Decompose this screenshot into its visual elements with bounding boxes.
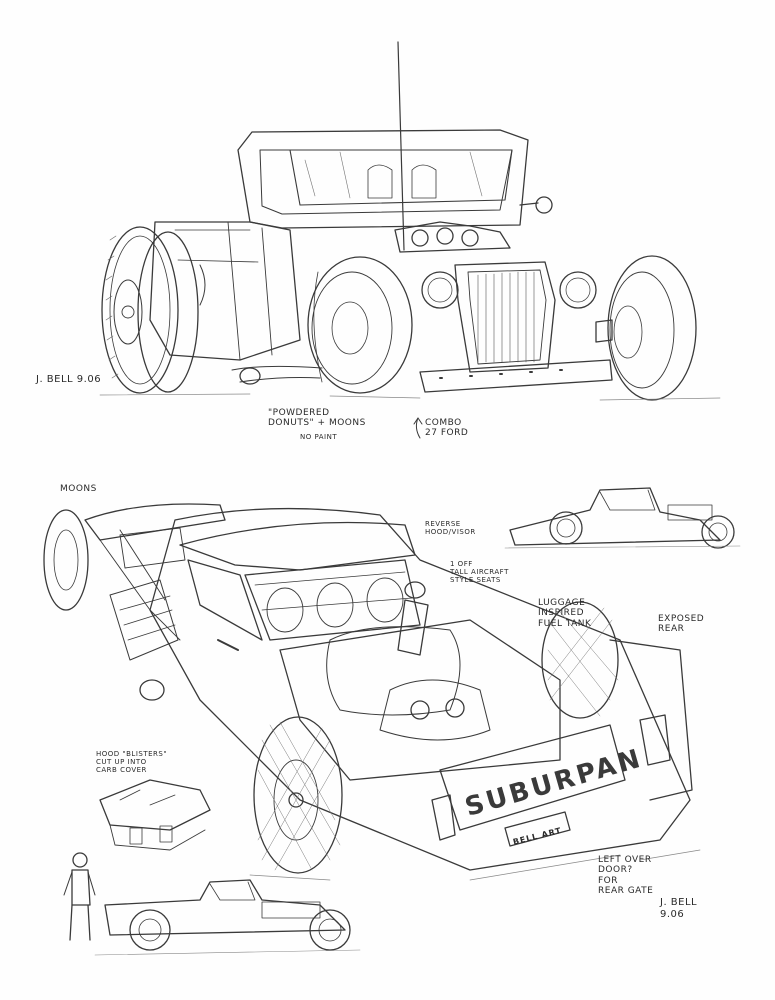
note-exposed-rear: EXPOSED REAR [658,614,705,635]
note-no-paint: NO PAINT [300,433,338,441]
top-signature: J. BELL 9.06 [36,374,102,385]
bottom-signature: J. BELL 9.06 [660,897,698,920]
bottom-truck-thumbnail [94,879,361,956]
note-powdered-donuts: "POWDERED DONUTS" + MOONS [268,408,366,429]
note-combo-27-ford: COMBO 27 FORD [425,418,469,439]
hot-rod-truck-drawing [99,41,721,439]
note-hood-blisters: HOOD "BLISTERS" CUT UP INTO CARB COVER [96,750,168,775]
scale-figure [63,852,96,941]
side-view-thumbnail [504,487,741,549]
note-aircraft-seats: 1 OFF TALL AIRCRAFT STYLE SEATS [450,560,509,585]
note-left-over-door: LEFT OVER DOOR? FOR REAR GATE [598,855,654,897]
hood-blisters-detail [99,779,211,851]
note-fuel-tank: LUGGAGE INSPIRED FUEL TANK [538,598,592,629]
label-moons: MOONS [60,484,97,494]
note-reverse-hood: REVERSE HOOD/VISOR [425,520,476,537]
suburpan-drawing [43,503,701,881]
